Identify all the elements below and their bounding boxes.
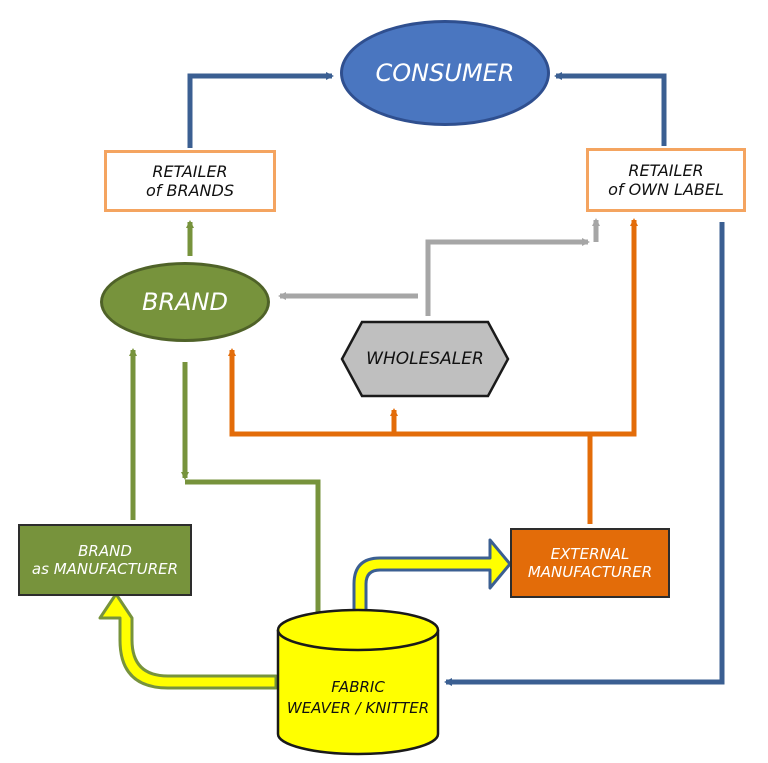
ext-mfr-line2: MANUFACTURER — [527, 563, 653, 581]
fabric-weaver-knitter-node: FABRIC WEAVER / KNITTER — [276, 606, 440, 756]
wholesaler-label: WHOLESALER — [366, 349, 484, 369]
fabric-line2: WEAVER / KNITTER — [286, 699, 430, 717]
retailer-brands-line2: of BRANDS — [146, 181, 234, 200]
arrow-retailer-own-to-consumer — [554, 72, 667, 146]
retailer-of-brands-node: RETAILER of BRANDS — [104, 150, 276, 212]
arrow-retailer-brands-to-consumer — [187, 72, 334, 148]
fabric-label: FABRIC WEAVER / KNITTER — [276, 658, 440, 738]
brand-label: BRAND — [142, 287, 228, 316]
arrow-junction-to-retailer-own — [590, 218, 638, 437]
arrow-brand-to-fabric — [185, 479, 322, 638]
arrow-fabric-to-external-mfr — [352, 538, 512, 632]
fabric-line1: FABRIC — [331, 678, 385, 696]
retailer-own-line1: RETAILER — [628, 160, 704, 180]
retailer-own-line2: of OWN LABEL — [608, 180, 724, 199]
external-manufacturer-node: EXTERNAL MANUFACTURER — [510, 528, 670, 598]
brand-mfr-line2: as MANUFACTURER — [31, 560, 179, 578]
retailer-brands-line1: RETAILER — [152, 161, 228, 181]
arrow-fabric-to-brand-mfr — [98, 592, 278, 690]
consumer-node: CONSUMER — [340, 20, 550, 126]
arrow-retailer-own-to-fabric — [444, 222, 725, 686]
arrow-wholesaler-to-retailer-own — [425, 238, 590, 316]
wholesaler-hexagon — [340, 320, 510, 398]
fabric-cylinder — [276, 608, 440, 756]
brand-node: BRAND — [100, 262, 270, 342]
retailer-of-own-label-node: RETAILER of OWN LABEL — [586, 148, 746, 212]
consumer-label: CONSUMER — [375, 58, 515, 87]
ext-mfr-line1: EXTERNAL — [550, 545, 630, 563]
brand-as-manufacturer-node: BRAND as MANUFACTURER — [18, 524, 192, 596]
wholesaler-node: WHOLESALER — [340, 320, 510, 398]
arrow-external-to-brand — [228, 348, 592, 437]
brand-mfr-line1: BRAND — [78, 542, 132, 560]
